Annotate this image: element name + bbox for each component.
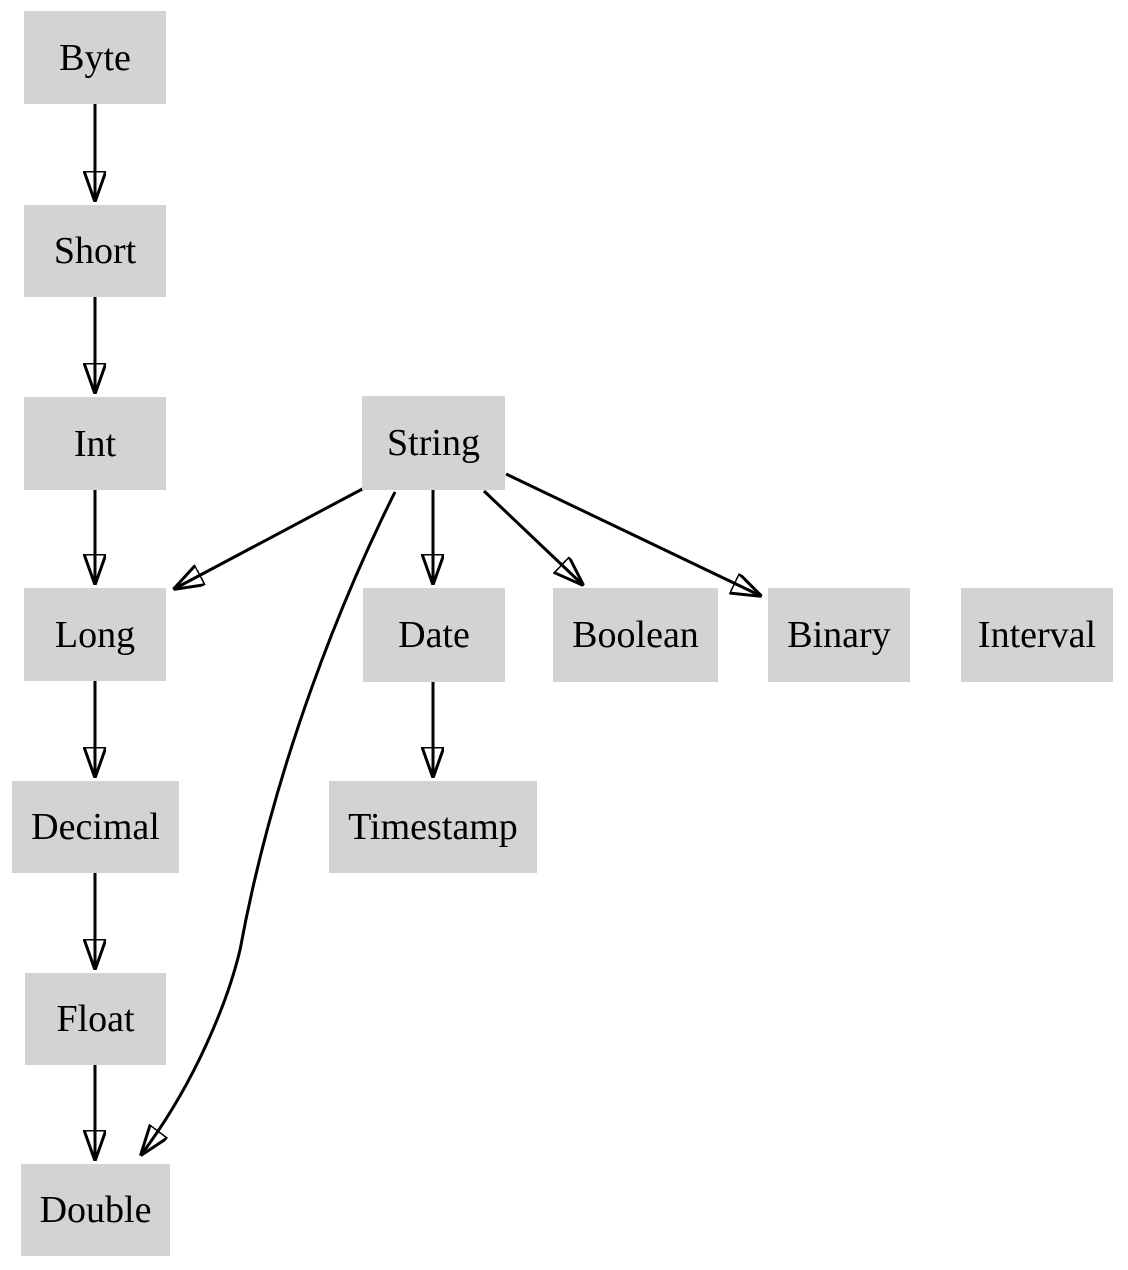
node-boolean: Boolean — [553, 588, 718, 682]
node-double: Double — [21, 1164, 170, 1256]
node-timestamp: Timestamp — [329, 781, 537, 873]
edge-string-long — [174, 484, 369, 589]
node-byte: Byte — [24, 11, 166, 104]
node-long: Long — [24, 588, 166, 681]
edge-string-double — [141, 491, 397, 1155]
edge-string-binary — [505, 472, 761, 596]
edge-string-boolean — [482, 489, 583, 585]
node-int: Int — [24, 397, 166, 490]
node-date: Date — [363, 588, 505, 682]
node-float: Float — [25, 973, 166, 1065]
node-binary: Binary — [768, 588, 910, 682]
node-interval: Interval — [961, 588, 1113, 682]
node-string: String — [362, 396, 505, 490]
node-decimal: Decimal — [12, 781, 179, 873]
node-short: Short — [24, 205, 166, 297]
